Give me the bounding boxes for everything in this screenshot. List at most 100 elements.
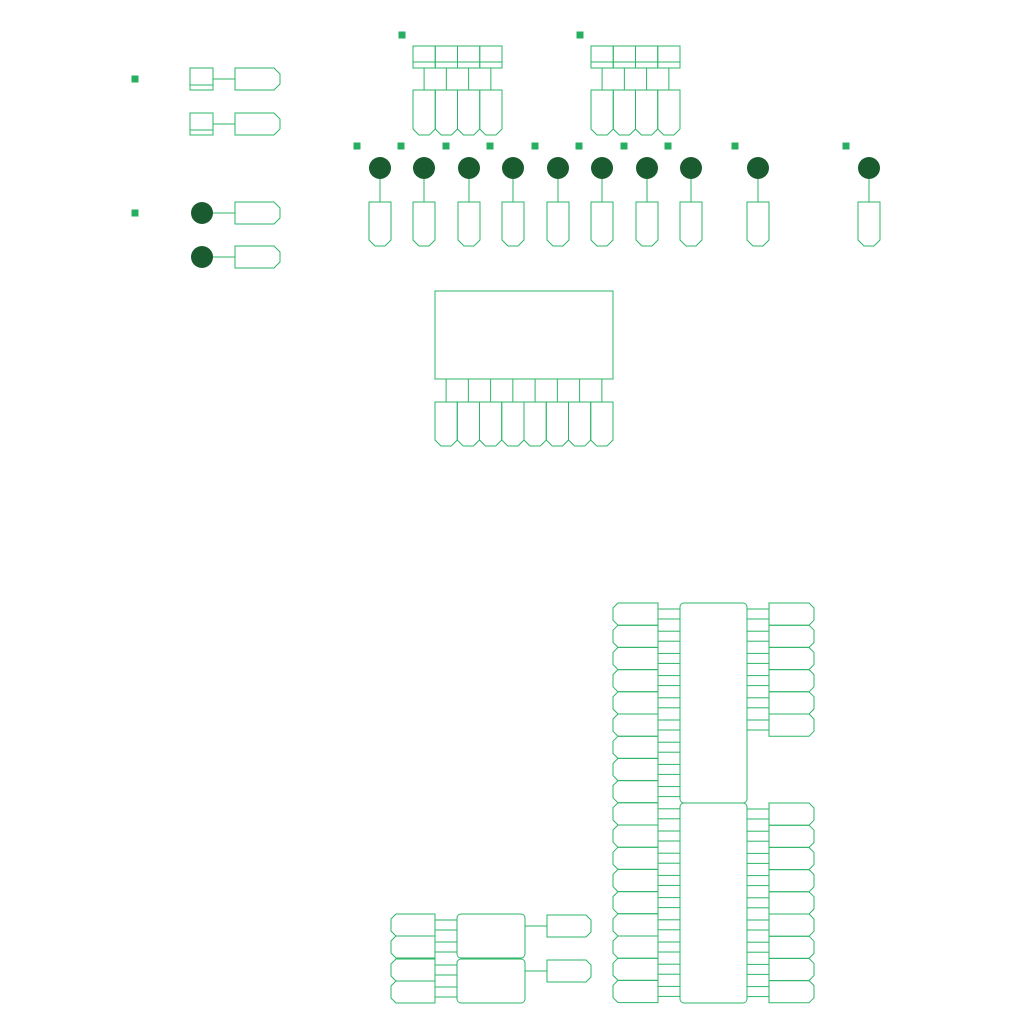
top-tab-2-3: [635, 89, 659, 136]
bottom-small-block-1: [456, 913, 526, 959]
bottom-large-right-tab-a-1: [768, 602, 815, 626]
legend-tab-2: [234, 112, 281, 136]
top-header-strip-1-4: [479, 61, 503, 69]
legend-dot-tab-1: [234, 201, 281, 225]
top-header-cell-1-1: [412, 45, 436, 63]
bottom-large-right-link-a-5: [746, 697, 770, 709]
dot-row-tab-5: [546, 201, 570, 247]
bottom-large-left-link-3: [657, 652, 681, 664]
bottom-large-left-link-2: [657, 630, 681, 642]
dot-row-tab-3: [457, 201, 481, 247]
top-group-marker-1: [398, 31, 406, 39]
bottom-large-left-tab-13: [612, 868, 659, 893]
center-tab-2: [456, 401, 480, 447]
bottom-large-right-tab-b-7: [768, 935, 815, 959]
bottom-large-right-tab-a-4: [768, 669, 815, 693]
bottom-large-left-link-8: [657, 763, 681, 775]
bottom-large-left-tab-6: [612, 713, 659, 737]
dot-row-marker-5: [531, 142, 539, 150]
bottom-large-left-tab-3: [612, 646, 659, 671]
bottom-large-block-2: [679, 802, 748, 1004]
top-tab-2-4: [657, 89, 681, 136]
bottom-large-right-tab-b-5: [768, 891, 815, 915]
bottom-large-left-tab-2: [612, 624, 659, 648]
dot-row-marker-3: [442, 142, 450, 150]
bottom-large-right-link-b-9: [746, 986, 770, 998]
dot-row-dot-9: [747, 157, 769, 179]
bottom-large-left-tab-12: [612, 846, 659, 870]
dot-row-tab-8: [679, 201, 703, 247]
marker-layer: [131, 31, 850, 217]
top-tab-1-2: [434, 89, 458, 136]
bottom-small-left-tab-2: [390, 935, 436, 959]
bottom-large-left-tab-4: [612, 669, 659, 693]
dot-row-tab-4: [501, 201, 525, 247]
legend-dot-tab-2: [234, 245, 281, 269]
center-tab-1: [434, 401, 458, 447]
dot-row-dot-8: [680, 157, 702, 179]
top-header-cell-2-1: [590, 45, 614, 63]
bottom-large-left-link-7: [657, 741, 681, 753]
bottom-large-left-tab-10: [612, 802, 659, 826]
dot-row-dot-1: [369, 157, 391, 179]
bottom-large-left-link-13: [657, 874, 681, 886]
legend-group: [189, 67, 281, 269]
top-header-cell-2-4: [657, 45, 681, 63]
bottom-large-left-link-14: [657, 897, 681, 909]
bottom-large-left-tab-7: [612, 735, 659, 759]
bottom-large-left-link-12: [657, 852, 681, 864]
bottom-large-left-tab-18: [612, 979, 659, 1004]
top-header-cell-1-3: [457, 45, 481, 63]
bottom-large-right-tab-b-4: [768, 869, 815, 893]
bottom-large-right-tab-a-5: [768, 691, 815, 715]
top-tab-1-1: [412, 89, 436, 136]
bottom-large-right-link-a-4: [746, 675, 770, 687]
bottom-large-left-link-5: [657, 697, 681, 709]
bottom-small-left-tab-1: [390, 913, 436, 937]
dot-row-dot-7: [636, 157, 658, 179]
bottom-large-block-1: [679, 602, 748, 804]
bottom-small-block-2: [456, 958, 526, 1004]
dot-row-tab-1: [368, 201, 392, 247]
bottom-large-left-link-18: [657, 985, 681, 997]
bottom-large-right-link-a-3: [746, 652, 770, 664]
center-tab-5: [523, 401, 547, 447]
bottom-small-block-group: [390, 913, 592, 1004]
dot-row-tab-6: [590, 201, 614, 247]
bottom-large-right-link-b-6: [746, 919, 770, 931]
bottom-large-right-tab-b-6: [768, 913, 815, 937]
top-header-strip-2-1: [590, 61, 614, 69]
top-tab-2-1: [590, 89, 614, 136]
bottom-small-left-tab-3: [390, 958, 436, 982]
top-header-cell-2-3: [635, 45, 659, 63]
dot-row-dot-2: [413, 157, 435, 179]
legend-marker-1: [131, 75, 139, 83]
center-tab-3: [479, 401, 503, 447]
bottom-large-right-link-a-1: [746, 608, 770, 620]
legend-dot-1: [191, 202, 213, 224]
bottom-small-left-link-3: [434, 964, 458, 976]
legend-box-2: [189, 112, 214, 136]
top-group-marker-2: [576, 31, 584, 39]
legend-dot-2: [191, 246, 213, 268]
legend-marker-2: [131, 209, 139, 217]
bottom-large-left-tab-17: [612, 957, 659, 981]
top-tab-2-2: [612, 89, 636, 136]
bottom-small-left-link-4: [434, 986, 458, 998]
bottom-large-left-tab-5: [612, 691, 659, 715]
bottom-large-left-link-9: [657, 786, 681, 798]
bottom-large-left-link-16: [657, 941, 681, 953]
center-tab-6: [545, 401, 569, 447]
dot-row-dot-4: [502, 157, 524, 179]
dot-row-marker-7: [620, 142, 628, 150]
bottom-large-right-tab-a-6: [768, 713, 815, 737]
bottom-large-left-link-1: [657, 608, 681, 620]
top-header-strip-2-4: [657, 61, 681, 69]
bottom-large-left-tab-9: [612, 780, 659, 804]
bottom-small-left-link-2: [434, 941, 458, 953]
dot-row-dot-5: [547, 157, 569, 179]
bottom-small-left-tab-4: [390, 980, 436, 1004]
dot-row-marker-4: [486, 142, 494, 150]
center-tab-7: [568, 401, 592, 447]
